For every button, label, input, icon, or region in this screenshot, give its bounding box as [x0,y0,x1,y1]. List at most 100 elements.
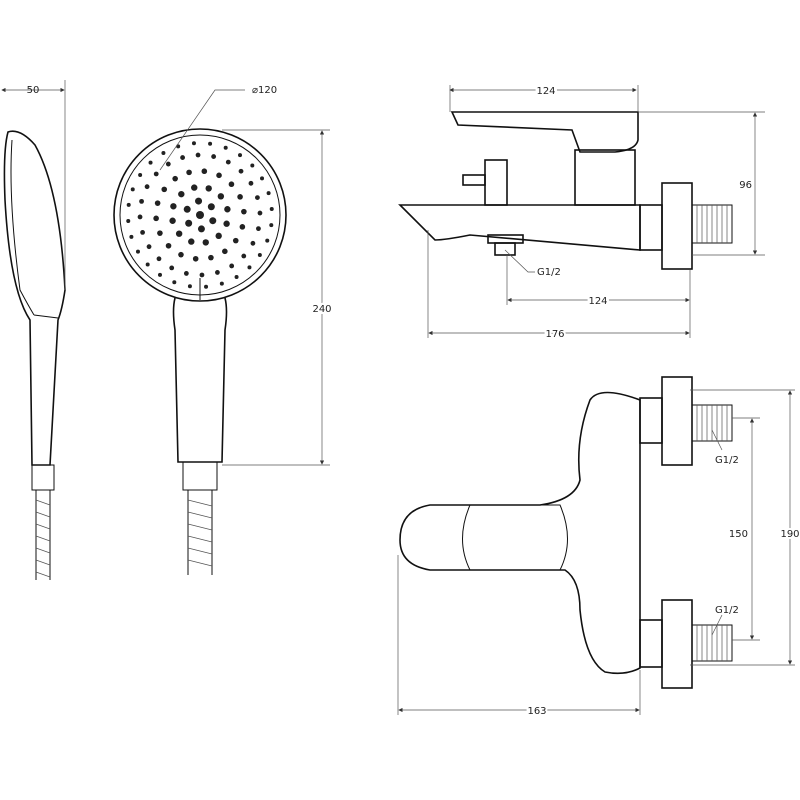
mixer-side-view: 124 96 G1/2 124 176 [398,84,765,342]
nozzle-dot [135,249,140,254]
nozzle-dot [199,272,205,278]
nozzle-dot [129,234,134,239]
nozzle-dot [209,217,217,225]
nozzle-dot [165,242,172,249]
nozzle-dot [266,191,271,196]
nozzle-dot [250,240,256,246]
nozzle-dot [234,275,239,280]
nozzle-dot [223,145,228,150]
nozzle-dot [215,232,222,240]
nozzle-dot [195,152,201,158]
nozzle-dot [260,176,265,181]
nozzle-dot [195,197,203,205]
nozzle-dot [126,202,131,207]
nozzle-dot [217,193,225,200]
nozzle-dot [187,284,192,289]
nozzle-dot [191,184,198,191]
nozzle-dot [257,210,263,216]
nozzle-dot [241,253,247,259]
nozzle-dot [139,198,144,204]
nozzle-dot [229,263,235,269]
nozzle-dot [178,190,185,198]
nozzle-dot [175,230,183,237]
nozzle-dot [185,219,193,227]
nozzle-dot [157,230,163,236]
nozzle-dot [153,171,159,177]
nozzle-dot [126,219,131,224]
dim-handset-length: 240 [312,304,331,315]
nozzle-dot [207,203,215,211]
nozzle-dot [237,194,243,200]
nozzle-dot [145,262,150,267]
nozzle-dot [165,161,171,167]
nozzle-dot [223,220,230,227]
nozzle-dot [219,281,224,286]
nozzle-dot [186,169,192,176]
nozzle-dot [138,172,143,177]
nozzle-dot [269,206,274,211]
nozzle-dot [183,205,191,213]
nozzle-dot [157,272,162,277]
nozzle-dot [180,155,185,160]
dim-connection-spacing: 150 [729,529,748,540]
nozzle-dot [170,203,177,210]
nozzle-dot [250,163,255,168]
nozzle-dot [255,195,260,200]
handset-front-view: ⌀120 240 [113,85,334,575]
nozzle-dot [146,244,152,250]
nozzle-dot [256,226,261,232]
nozzle-dot [191,141,196,146]
nozzle-dot [208,141,213,146]
nozzle-dot [211,154,217,159]
nozzle-dot [176,144,181,149]
nozzle-dot [239,224,246,230]
nozzle-dot [172,280,177,285]
nozzle-dot [196,211,204,219]
nozzle-dot [148,160,153,165]
dim-body-top-width: 124 [536,86,555,97]
dim-overall-width: 190 [780,529,799,540]
dim-plan-depth: 163 [527,706,546,717]
nozzle-dot [188,238,195,245]
label-outlet-thread: G1/2 [537,267,561,278]
nozzle-dot [257,253,262,258]
nozzle-dot [201,168,208,175]
nozzle-dot [247,265,252,270]
nozzle-dot [192,255,199,262]
handset-side-view: 50 [1,80,66,580]
nozzle-dot [238,168,244,174]
mixer-plan-view: 150 190 G1/2 G1/2 163 [397,376,800,719]
nozzle-dot [154,200,161,206]
nozzle-dot [130,187,135,192]
nozzle-dot [178,251,184,258]
spray-nozzles [126,141,274,289]
nozzle-dot [169,217,176,224]
nozzle-dot [169,265,175,271]
dim-head-diameter: ⌀120 [252,85,277,96]
nozzle-dot [269,223,274,228]
nozzle-dot [204,284,209,289]
nozzle-dot [161,186,168,193]
label-inlet-thread-top: G1/2 [715,455,739,466]
dim-outlet-offset: 124 [588,296,607,307]
nozzle-dot [208,254,214,261]
nozzle-dot [241,208,247,215]
nozzle-dot [202,239,209,246]
nozzle-dot [197,225,205,233]
label-inlet-thread-bottom: G1/2 [715,605,739,616]
nozzle-dot [161,150,166,155]
dim-body-height: 96 [739,180,752,191]
nozzle-dot [215,270,220,275]
nozzle-dot [216,172,222,179]
nozzle-dot [232,237,239,244]
dim-handset-thickness: 50 [27,85,40,96]
nozzle-dot [183,271,189,276]
nozzle-dot [265,238,270,243]
nozzle-dot [222,248,228,255]
nozzle-dot [205,185,212,192]
nozzle-dot [144,184,150,190]
nozzle-dot [224,206,231,213]
nozzle-dot [137,214,143,220]
nozzle-dot [153,215,159,222]
nozzle-dot [225,159,231,165]
